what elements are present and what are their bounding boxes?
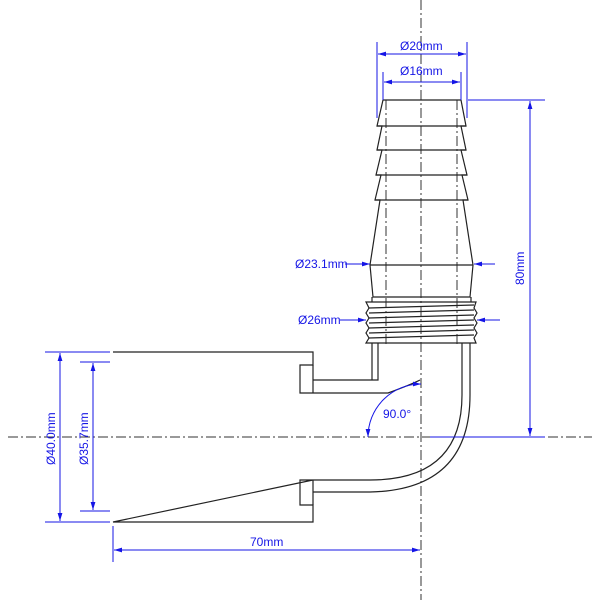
dim-thread: Ø26mm [298, 313, 500, 327]
dim-max-barb: Ø23.1mm [295, 257, 495, 271]
dim-label-thread: Ø26mm [298, 313, 341, 327]
socket [112, 351, 314, 523]
dim-label-socket-inner: Ø35.7mm [77, 412, 91, 465]
dim-label-socket-outer: Ø40.0mm [44, 412, 58, 465]
dim-height: 80mm [430, 99, 545, 438]
dim-socket-outer: Ø40.0mm [44, 351, 110, 523]
dim-outer-barb: Ø20mm [376, 39, 468, 118]
dim-label-height: 80mm [513, 252, 527, 285]
dim-angle: 90.0° [365, 381, 422, 438]
dim-inner-barb: Ø16mm [382, 64, 462, 100]
dim-label-outer-barb: Ø20mm [400, 39, 443, 53]
dim-length: 70mm [112, 526, 420, 562]
thread [364, 301, 478, 344]
hose-barb [369, 99, 474, 302]
dim-label-length: 70mm [250, 535, 283, 549]
dim-label-angle: 90.0° [383, 407, 411, 421]
dim-label-inner-barb: Ø16mm [400, 64, 443, 78]
dim-label-max-barb: Ø23.1mm [295, 257, 348, 271]
dim-socket-inner: Ø35.7mm [77, 361, 110, 512]
